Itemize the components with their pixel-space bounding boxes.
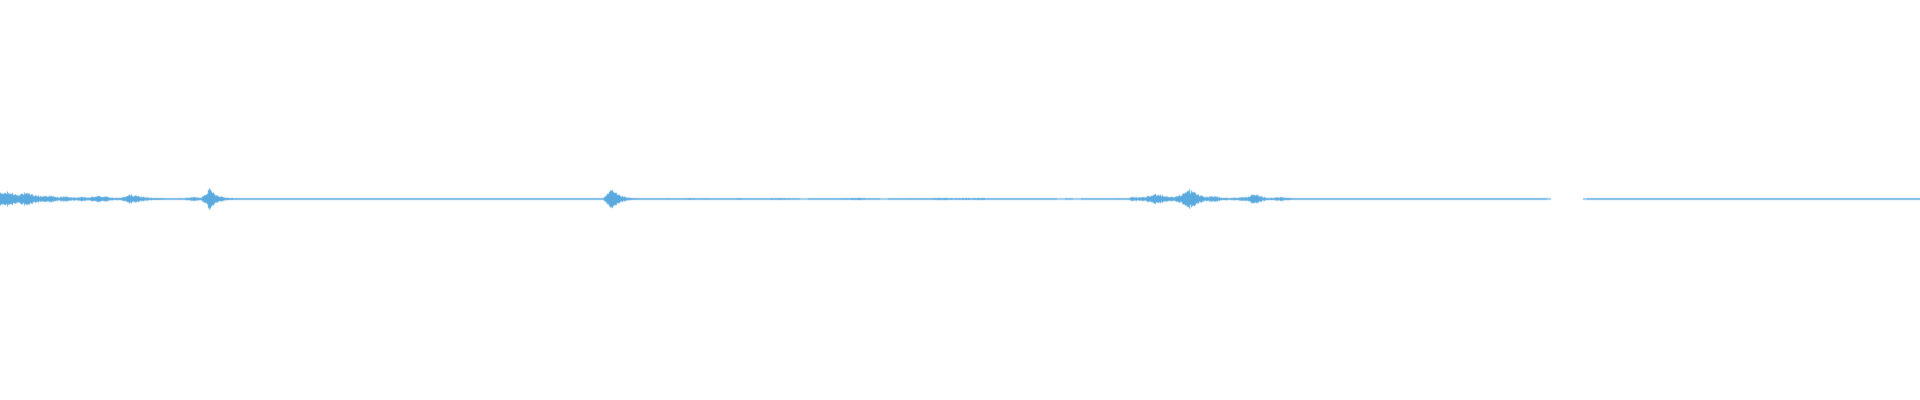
audio-waveform[interactable]: [0, 0, 1920, 400]
waveform-view: [0, 0, 1920, 400]
